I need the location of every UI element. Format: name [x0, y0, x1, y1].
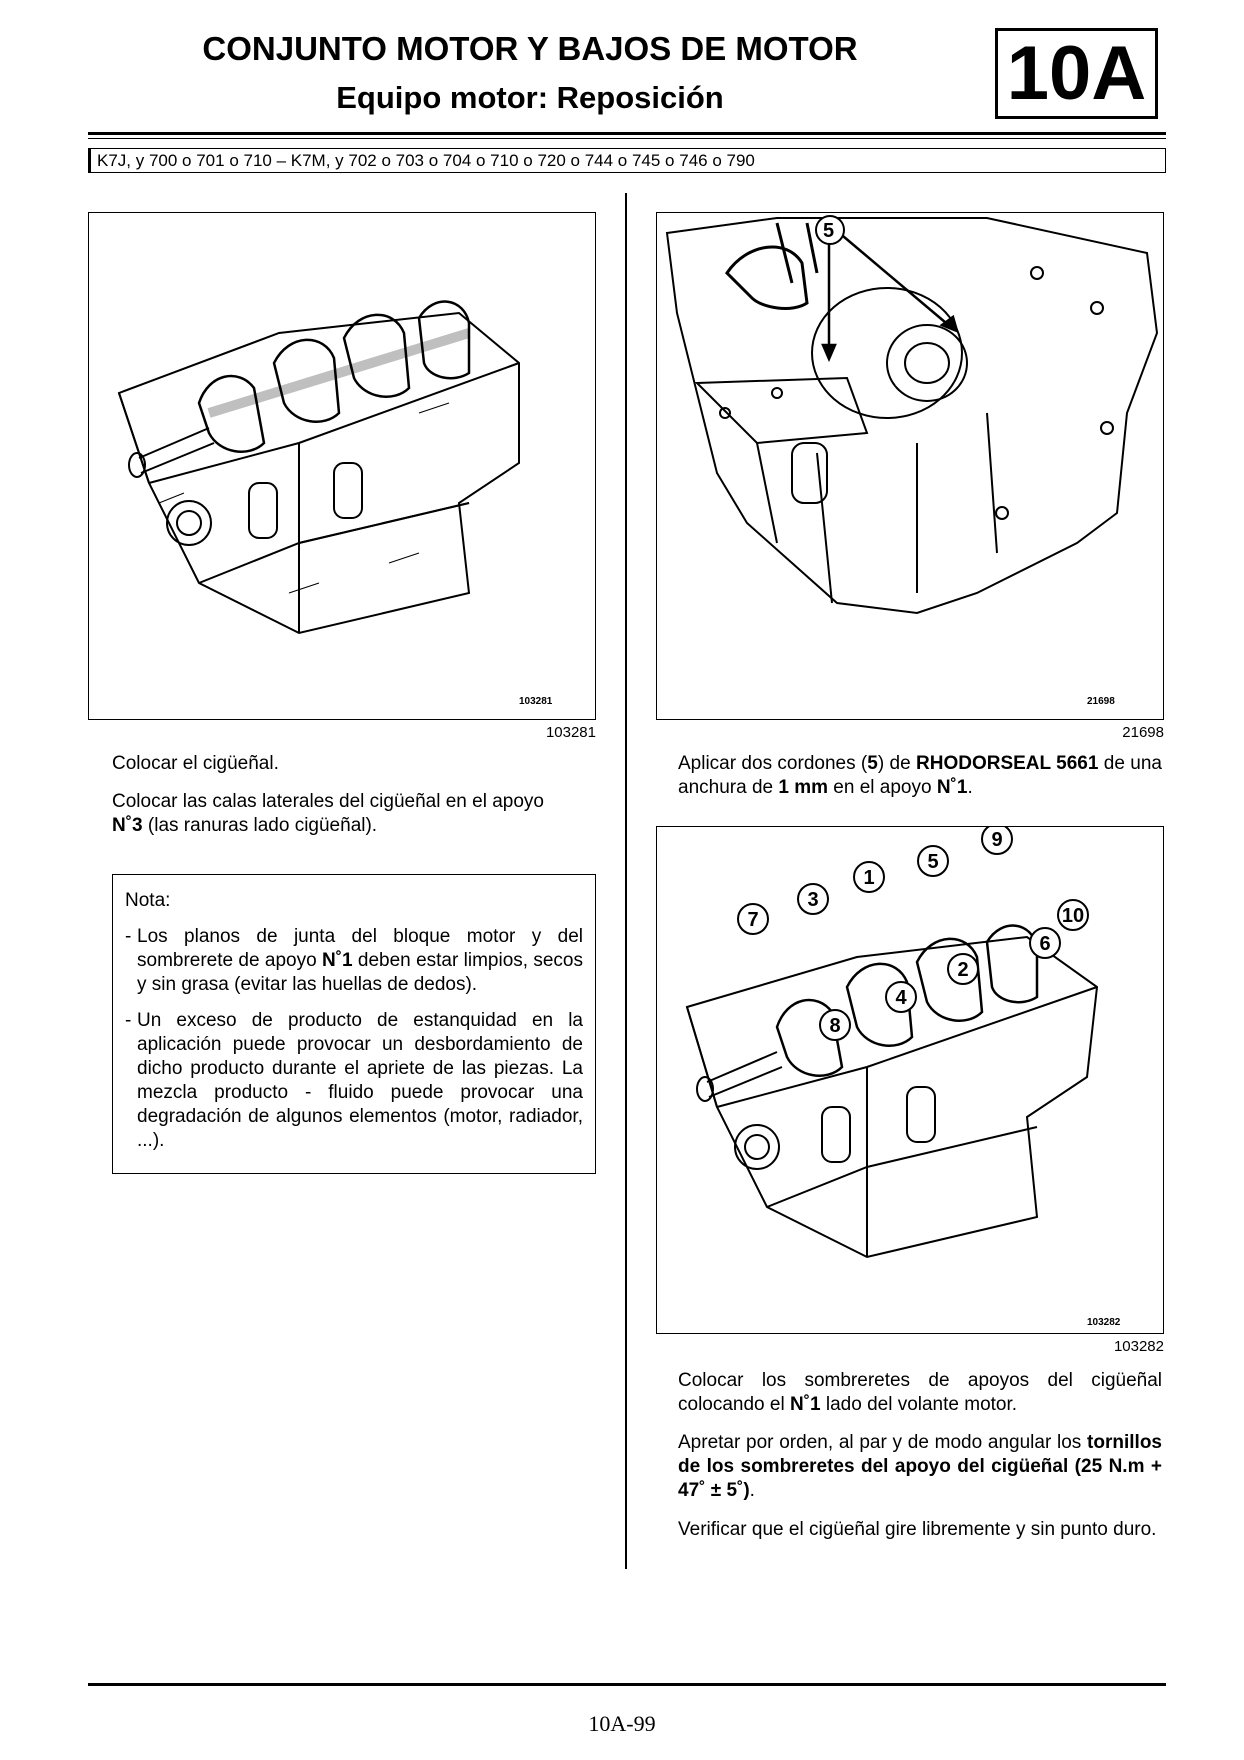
page-number: 10A-99 — [588, 1711, 656, 1736]
callout-label: 7 — [747, 909, 758, 931]
instruction-text: Colocar las calas laterales del cigüeñal… — [112, 791, 544, 836]
figure-ref: 103282 — [1113, 1338, 1164, 1355]
callout-8: 8 — [819, 1009, 851, 1041]
callout-label: 9 — [991, 829, 1002, 851]
callout-5-circle — [815, 215, 845, 245]
callout-label: 8 — [829, 1015, 840, 1037]
column-divider — [625, 193, 627, 1569]
page-subtitle: Equipo motor: Reposición — [336, 80, 724, 115]
header-rule-thin — [88, 138, 1166, 139]
instruction-text: Apretar por orden, al par y de modo angu… — [678, 1432, 1162, 1501]
note-box: Nota: Los planos de junta del bloque mot… — [112, 874, 596, 1174]
callout-9: 9 — [981, 827, 1013, 855]
engine-block-crankshaft-drawing: 103281 — [117, 300, 553, 707]
tightening-order-figure: 9 5 1 3 7 10 6 2 4 8 103282 — [656, 826, 1164, 1334]
callout-2: 2 — [947, 953, 979, 985]
crankshaft-figure: 103281 — [88, 212, 596, 720]
figure-ref: 21698 — [1122, 724, 1164, 741]
bearing-caps-drawing: 9 5 1 3 7 10 6 2 4 8 103282 — [685, 827, 1121, 1328]
callout-5: 5 — [917, 845, 949, 877]
callout-label: 6 — [1039, 933, 1050, 955]
callout-label: 5 — [927, 851, 938, 873]
callout-label: 3 — [807, 889, 818, 911]
bearing-seal-drawing: 5 21698 — [665, 215, 1159, 707]
callout-1: 1 — [853, 861, 885, 893]
instruction-text: Aplicar dos cordones (5) de RHODORSEAL 5… — [678, 753, 1162, 798]
callout-5: 5 — [823, 220, 834, 242]
sealant-figure: 5 21698 — [656, 212, 1164, 720]
note-item: Los planos de junta del bloque motor y d… — [125, 925, 583, 997]
instruction-text: Colocar el cigüeñal. — [112, 753, 279, 774]
applicability-bar: K7J, y 700 o 701 o 710 – K7M, y 702 o 70… — [88, 148, 1166, 173]
note-item: Un exceso de producto de estanquidad en … — [125, 1009, 583, 1153]
callout-4: 4 — [885, 981, 917, 1013]
instruction-text: Verificar que el cigüeñal gire librement… — [678, 1519, 1157, 1540]
header-rule — [88, 132, 1166, 135]
note-label: Nota: — [125, 890, 171, 911]
callout-label: 4 — [895, 987, 907, 1009]
figure-inner-ref: 21698 — [1087, 696, 1115, 707]
callout-label: 1 — [863, 867, 874, 889]
callout-6: 6 — [1029, 927, 1061, 959]
callout-7: 7 — [737, 903, 769, 935]
figure-ref: 103281 — [545, 724, 596, 741]
footer-rule — [88, 1683, 1166, 1686]
callout-10: 10 — [1057, 899, 1089, 931]
section-badge: 10A — [995, 28, 1158, 119]
callout-label: 2 — [957, 959, 968, 981]
figure-inner-ref: 103282 — [1087, 1317, 1121, 1328]
figure-inner-ref: 103281 — [519, 696, 553, 707]
instruction-text: Colocar los sombreretes de apoyos del ci… — [678, 1370, 1162, 1415]
callout-3: 3 — [797, 883, 829, 915]
page-title: CONJUNTO MOTOR Y BAJOS DE MOTOR — [202, 30, 858, 67]
callout-label: 10 — [1062, 905, 1084, 927]
